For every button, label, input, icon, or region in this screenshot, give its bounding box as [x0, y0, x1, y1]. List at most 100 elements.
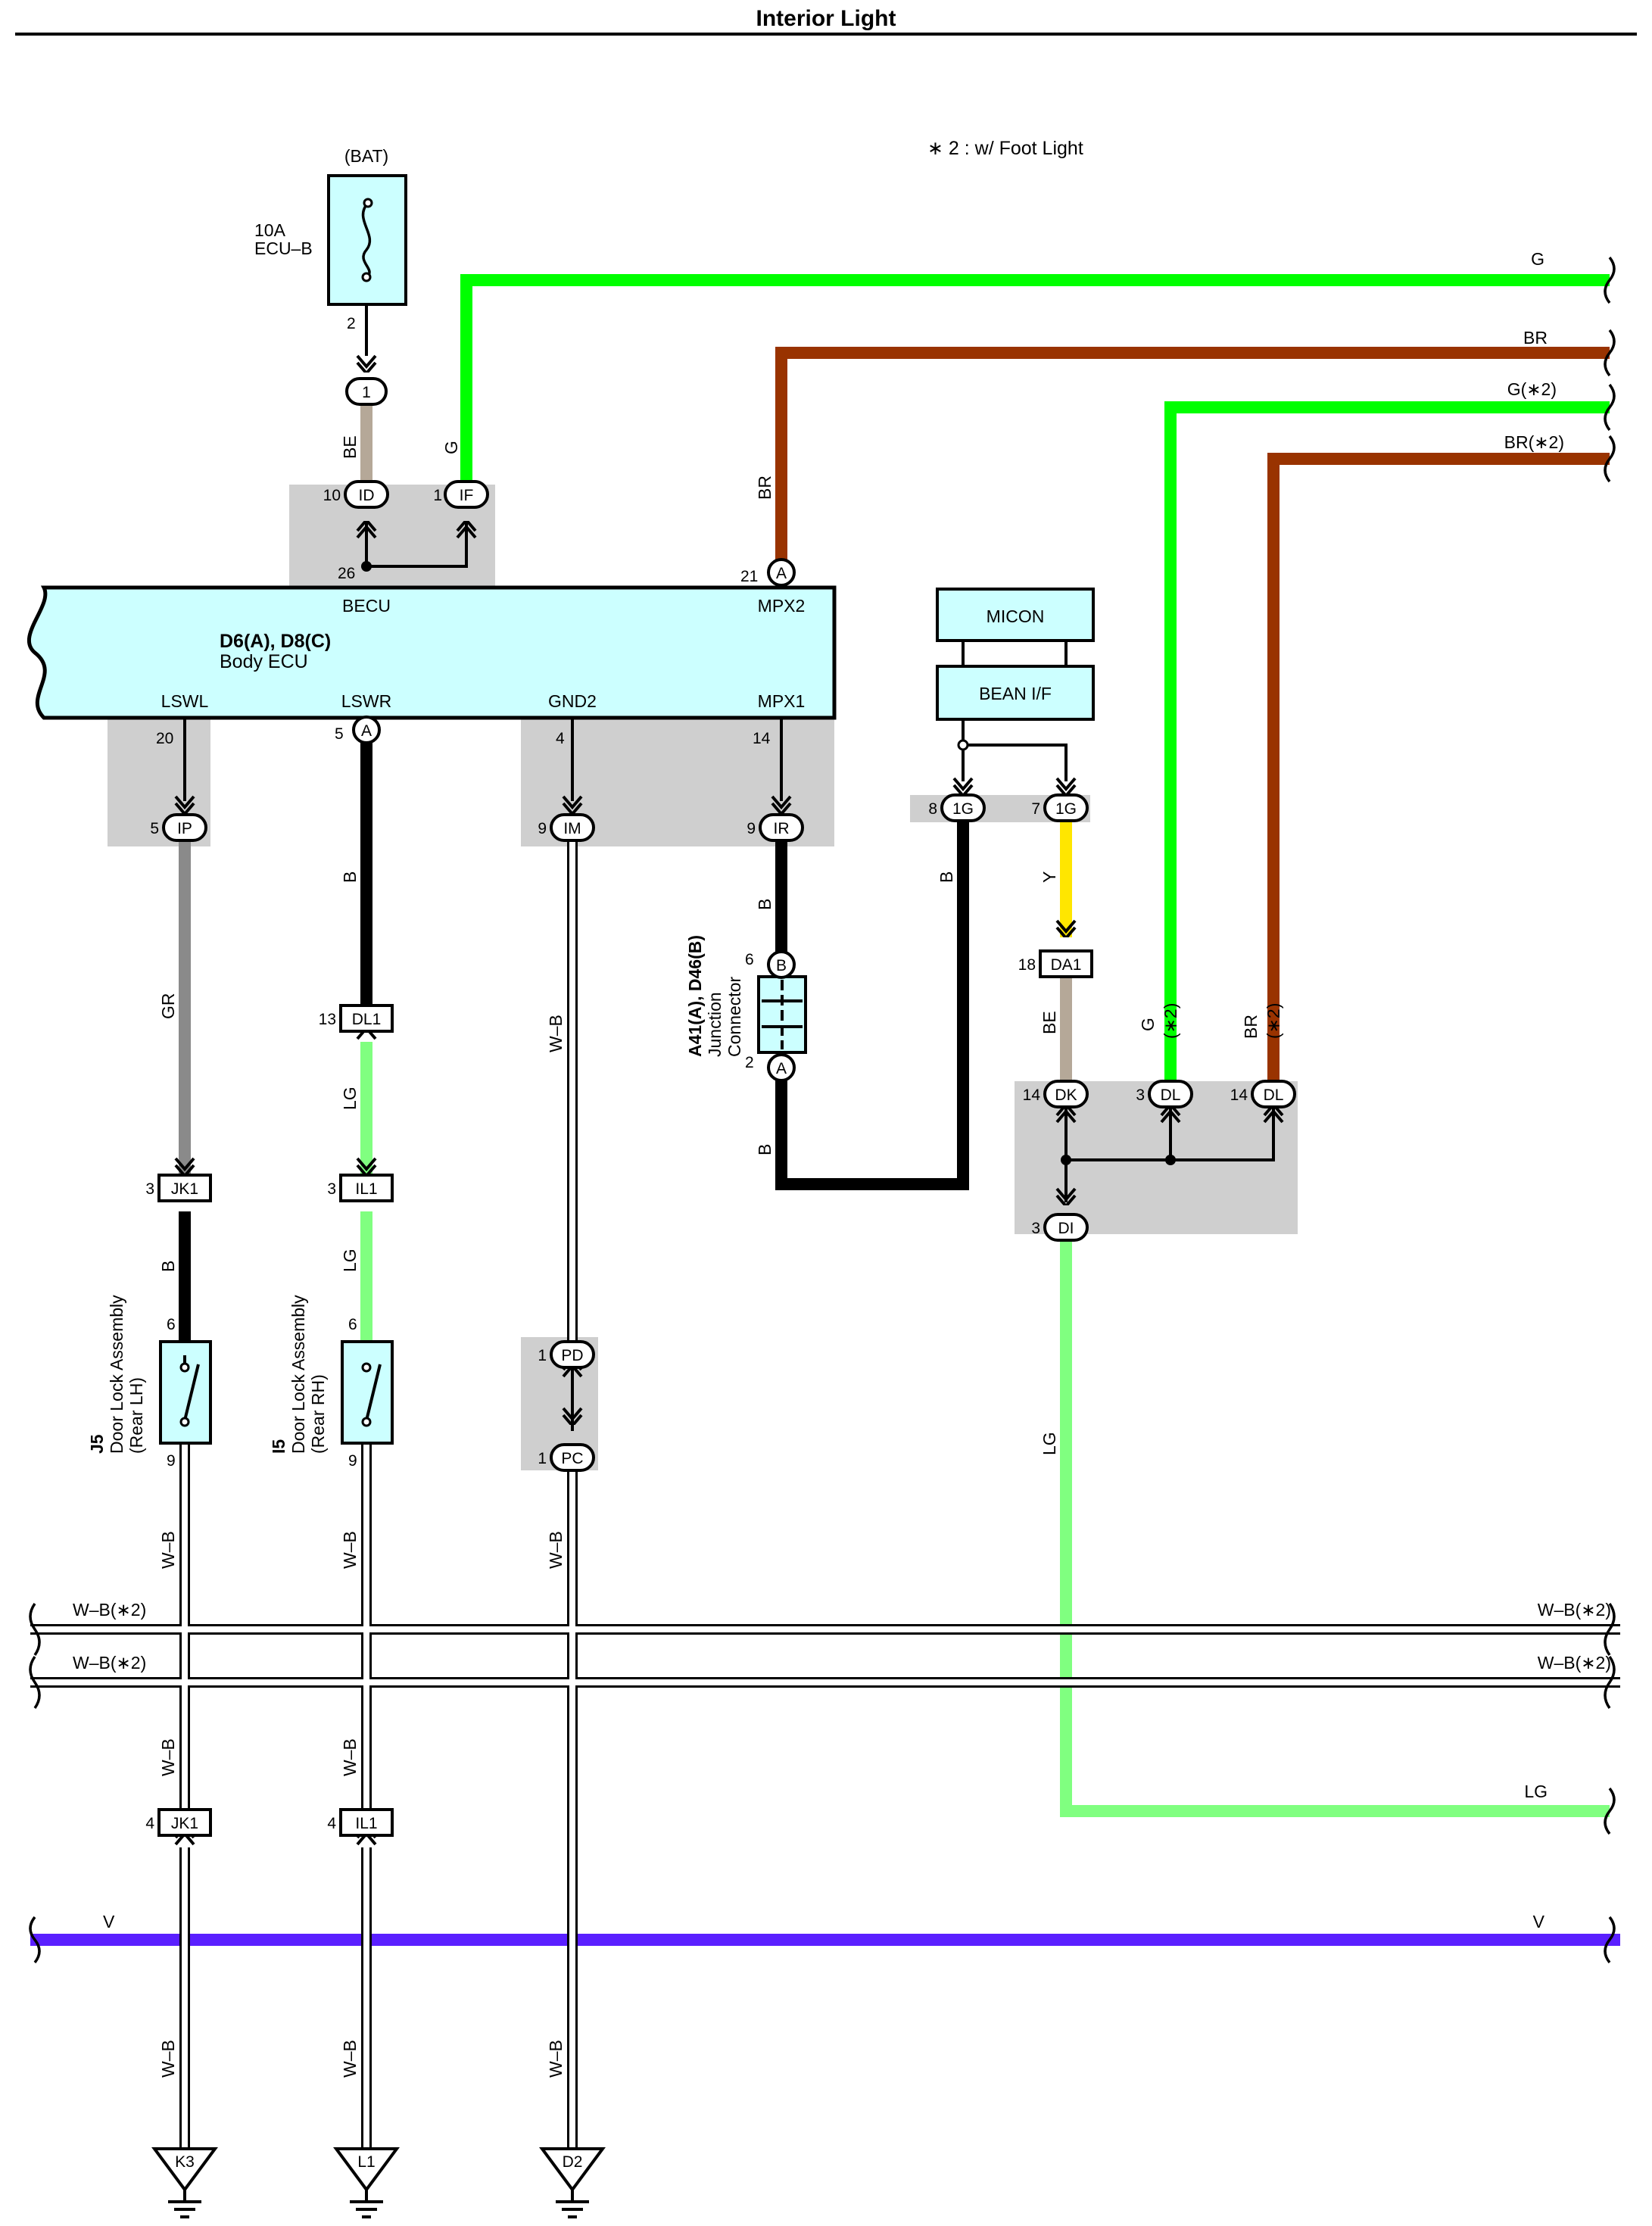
label-wb-rh-2: W–B: [340, 1738, 360, 1776]
conn-dl-2: DL: [1264, 1086, 1284, 1104]
bean-box: [936, 665, 1095, 721]
conn-il1-b: IL1: [355, 1815, 377, 1832]
box-connectors: [157, 949, 1093, 1837]
fuse-name: ECU–B: [254, 238, 313, 258]
label-br-star2: (∗2): [1264, 1003, 1283, 1039]
lh-line2: (Rear LH): [126, 1377, 146, 1454]
conn-dk: DK: [1055, 1086, 1077, 1104]
wires: [30, 274, 1620, 1946]
conn-il1-a: IL1: [355, 1180, 377, 1198]
pin-1g-b: 7: [1031, 800, 1040, 818]
bean-label: BEAN I/F: [979, 684, 1052, 703]
pin-il1-a: 3: [327, 1180, 336, 1198]
label-wb-gnd-3: W–B: [546, 2040, 566, 2078]
conn-a-mpx2: A: [776, 565, 787, 582]
conn-im: IM: [563, 820, 581, 837]
label-wb-gnd-2: W–B: [546, 1531, 566, 1569]
pin-dl1: 13: [319, 1011, 336, 1028]
label-lg-di: LG: [1040, 1432, 1059, 1455]
pin-ir: 9: [747, 820, 756, 837]
pin-dk: 14: [1023, 1086, 1041, 1104]
pin-pc: 1: [538, 1450, 547, 1467]
lh-pin-bottom: 9: [167, 1452, 176, 1470]
ground-k3: K3: [175, 2153, 195, 2171]
pin-da1: 18: [1018, 956, 1036, 974]
label-lg-right: LG: [1524, 1782, 1548, 1801]
label-be-2: BE: [1040, 1011, 1059, 1034]
pin-id: 10: [323, 487, 341, 504]
wire-g2: [1164, 401, 1610, 1090]
rh-pin-top: 6: [348, 1316, 357, 1333]
conn-jk1-b: JK1: [171, 1815, 198, 1832]
label-v-right: V: [1533, 1912, 1545, 1931]
junction-id: A41(A), D46(B): [685, 935, 705, 1057]
grounds: [151, 2147, 606, 2193]
label-wb-lh-1: W–B: [158, 1531, 178, 1569]
label-b-1g: B: [937, 871, 956, 883]
micon-box: [936, 588, 1095, 642]
label-br2: BR(∗2): [1504, 432, 1564, 452]
label-g2: G(∗2): [1507, 379, 1557, 399]
ecu-term-gnd2: GND2: [548, 691, 597, 711]
label-wb-lh-2: W–B: [158, 1738, 178, 1776]
label-y: Y: [1040, 871, 1059, 883]
rh-line1: Door Lock Assembly: [288, 1295, 308, 1454]
pin-il1-b: 4: [327, 1815, 336, 1832]
label-br-star: BR: [1241, 1015, 1261, 1039]
ecu-pin-lswr: 5: [335, 725, 344, 743]
label-wb-gnd: W–B: [546, 1015, 566, 1052]
rh-id: I5: [269, 1439, 288, 1454]
ground-d2: D2: [563, 2153, 583, 2171]
ecu-pin-lswl: 20: [156, 730, 173, 747]
pin-1g-a: 8: [928, 800, 937, 818]
ecu-pin-becu: 26: [338, 565, 355, 582]
conn-1: 1: [362, 384, 371, 401]
label-br: BR: [1523, 328, 1548, 348]
pin-jk1-b: 4: [145, 1815, 154, 1832]
pin-dl-2: 14: [1230, 1086, 1248, 1104]
lh-line1: Door Lock Assembly: [107, 1295, 126, 1454]
break-marks: [29, 256, 1616, 1964]
pin-im: 9: [538, 820, 547, 837]
conn-jk1-a: JK1: [171, 1180, 198, 1198]
ecu-id: D6(A), D8(C): [220, 631, 331, 652]
label-wb2-r1: W–B(∗2): [1538, 1600, 1611, 1620]
ecu-term-mpx1: MPX1: [758, 691, 806, 711]
fuse-source: (BAT): [344, 146, 388, 166]
door-lock-lh: [159, 1340, 212, 1445]
conn-if: IF: [460, 487, 474, 504]
door-lock-rh: [341, 1340, 394, 1445]
conn-dl1: DL1: [352, 1011, 382, 1028]
ecu-pin-mpx1: 14: [753, 730, 771, 747]
micon-label: MICON: [987, 606, 1045, 626]
fuse-pin: 2: [347, 315, 356, 332]
footnote: ∗ 2 : w/ Foot Light: [927, 138, 1083, 159]
label-lg-rh-1: LG: [340, 1086, 360, 1110]
junction-line1: Junction: [705, 992, 725, 1057]
rh-pin-bottom: 9: [348, 1452, 357, 1470]
label-v-left: V: [103, 1912, 115, 1931]
conn-dl-1: DL: [1161, 1086, 1181, 1104]
label-wb2-l2: W–B(∗2): [73, 1653, 146, 1673]
label-g: G: [1531, 249, 1544, 269]
conn-ip: IP: [177, 820, 192, 837]
conn-a-lswr: A: [361, 722, 372, 740]
fuse-box: [327, 174, 407, 306]
ecu-name: Body ECU: [220, 651, 308, 672]
wire-lg-di: [1060, 1231, 1610, 1817]
wire-br2: [1267, 453, 1610, 1090]
label-lg-rh-2: LG: [340, 1249, 360, 1272]
fuse-rating: 10A: [254, 220, 286, 240]
pin-dl-1: 3: [1136, 1086, 1145, 1104]
ecu-term-lswr: LSWR: [341, 691, 391, 711]
lh-pin-top: 6: [167, 1316, 176, 1333]
wb-wires: [30, 840, 1620, 2149]
label-g-star2: (∗2): [1161, 1003, 1180, 1039]
conn-da1: DA1: [1051, 956, 1082, 974]
label-b-mpx1: B: [755, 899, 775, 910]
conn-1g-b: 1G: [1055, 800, 1077, 818]
conn-a-jc: A: [776, 1060, 787, 1077]
label-gr: GR: [158, 993, 178, 1020]
rh-line2: (Rear RH): [308, 1374, 328, 1454]
